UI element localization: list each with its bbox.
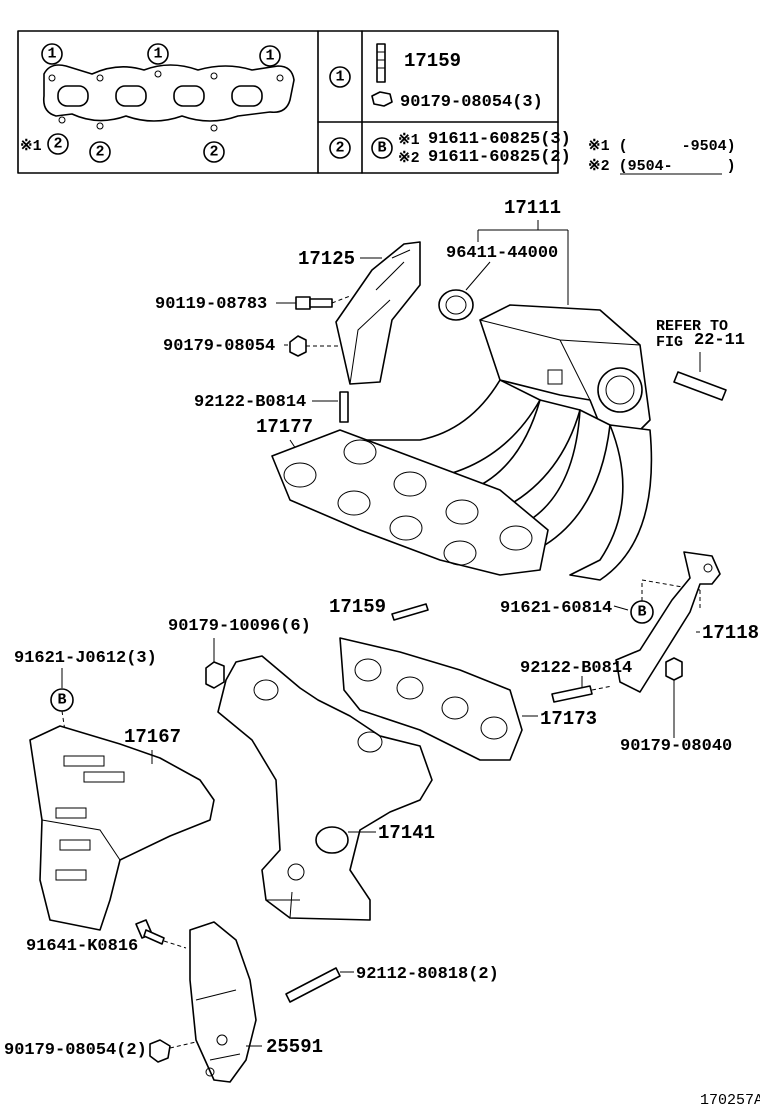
exhaust-gasket xyxy=(339,637,523,761)
callout-92122-b0814-a: 92122-B0814 xyxy=(194,393,306,412)
refer-line-1: REFER TO xyxy=(656,318,728,335)
callout-17141: 17141 xyxy=(378,822,435,844)
svg-text:2: 2 xyxy=(209,144,218,161)
callout-17173: 17173 xyxy=(540,708,597,730)
callout-90179-08054-a: 90179-08054 xyxy=(163,337,275,356)
gasket-marker-2a: 2 xyxy=(47,133,69,155)
legend-row2-marker: 2 xyxy=(329,137,351,159)
gasket-marker-1b: 1 xyxy=(147,43,169,65)
stud-17159 xyxy=(391,603,429,621)
callout-17177: 17177 xyxy=(256,416,313,438)
ref-b-marker-2: B xyxy=(50,688,74,712)
date-note-1: ※1 ( -9504) xyxy=(588,138,736,155)
stud-icon xyxy=(376,43,386,83)
figure-id: 170257A xyxy=(700,1092,760,1109)
callout-91641-k0816: 91641-K0816 xyxy=(26,937,138,956)
callout-17111: 17111 xyxy=(504,197,561,219)
gasket-marker-2b: 2 xyxy=(89,141,111,163)
legend-note-mark-2: ※2 xyxy=(398,150,420,167)
intake-manifold xyxy=(343,304,653,581)
stud-92122-a xyxy=(339,391,349,423)
refer-note: REFER TO FIG 22-11 xyxy=(656,318,745,372)
callout-91621-60814: 91621-60814 xyxy=(500,599,612,618)
svg-text:2: 2 xyxy=(95,144,104,161)
stud-92122-b xyxy=(551,685,593,703)
callout-90179-10096: 90179-10096(6) xyxy=(168,617,311,636)
exhaust-manifold xyxy=(217,655,433,921)
bolt-90119 xyxy=(295,296,333,310)
stud-refer xyxy=(673,371,727,401)
legend-table: 1 1 1 ※1 2 2 2 1 xyxy=(17,30,571,174)
svg-text:1: 1 xyxy=(47,46,56,63)
gasket-marker-2c: 2 xyxy=(203,141,225,163)
svg-text:2: 2 xyxy=(335,140,344,157)
exhaust-bracket xyxy=(615,551,721,693)
callout-91621-j0612: 91621-J0612(3) xyxy=(14,649,157,668)
stud-92112 xyxy=(285,967,341,1003)
legend-note-mark-1: ※1 xyxy=(398,132,420,149)
gasket-plate xyxy=(189,921,257,1083)
legend-row2-ref-b: B xyxy=(371,137,393,159)
callout-90179-08054-d: 90179-08054(2) xyxy=(4,1041,147,1060)
svg-text:B: B xyxy=(57,692,66,709)
date-notes: ※1 ( -9504) ※2 (9504- ) xyxy=(588,138,736,175)
svg-text:1: 1 xyxy=(335,69,344,86)
nut-90179-a xyxy=(289,335,307,357)
callout-96411-44000: 96411-44000 xyxy=(446,244,558,263)
callout-92112-80818: 92112-80818(2) xyxy=(356,965,499,984)
gasket-marker-1a: 1 xyxy=(41,43,63,65)
refer-line-2: FIG xyxy=(656,334,683,351)
nut-90179-d xyxy=(149,1039,171,1063)
callout-17125: 17125 xyxy=(298,248,355,270)
nut-90179-b xyxy=(205,661,225,689)
plug-cap xyxy=(438,289,474,321)
legend-part-bolt-1: 91611-60825(3) xyxy=(428,130,571,149)
legend-part-bolt-2: 91611-60825(2) xyxy=(428,148,571,167)
refer-fig-number: 22-11 xyxy=(694,331,745,350)
gasket-marker-1c: 1 xyxy=(259,45,281,67)
svg-text:2: 2 xyxy=(53,136,62,153)
svg-text:1: 1 xyxy=(153,46,162,63)
nut-90179-08040 xyxy=(665,657,683,681)
heat-insulator xyxy=(29,725,215,931)
legend-part-nut: 90179-08054(3) xyxy=(400,93,543,112)
callout-90179-08040: 90179-08040 xyxy=(620,737,732,756)
callout-17167: 17167 xyxy=(124,726,181,748)
callout-17159: 17159 xyxy=(329,596,386,618)
ref-b-marker-1: B xyxy=(630,600,654,624)
manifold-stay xyxy=(335,241,421,385)
gasket-note-mark: ※1 xyxy=(20,138,42,155)
callout-92122-b0814-b: 92122-B0814 xyxy=(520,659,632,678)
intake-gasket xyxy=(271,429,549,576)
nut-icon xyxy=(371,91,393,107)
svg-text:B: B xyxy=(637,604,646,621)
svg-text:1: 1 xyxy=(265,48,274,65)
legend-part-17159: 17159 xyxy=(404,50,461,72)
callout-17118: 17118 xyxy=(702,622,759,644)
bolt-91641 xyxy=(135,919,165,945)
callout-90119-08783: 90119-08783 xyxy=(155,295,267,314)
callout-25591: 25591 xyxy=(266,1036,323,1058)
date-note-2: ※2 (9504- ) xyxy=(588,158,736,175)
svg-text:B: B xyxy=(377,140,386,157)
legend-row1-marker: 1 xyxy=(329,66,351,88)
gasket-sketch xyxy=(42,64,295,132)
